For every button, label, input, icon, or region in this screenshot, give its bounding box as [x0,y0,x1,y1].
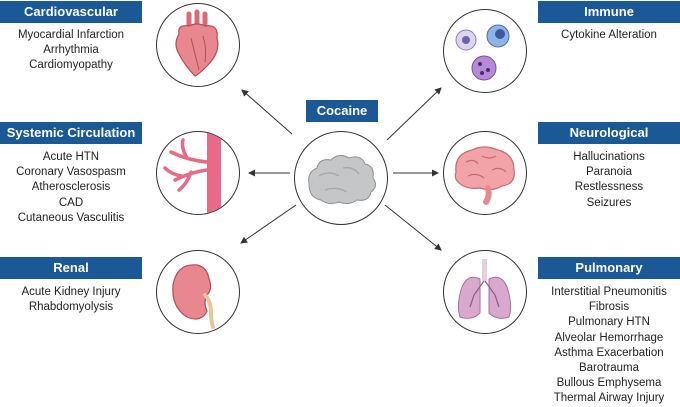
list-item: Alveolar Hemorrhage [554,331,664,344]
list-item: Thermal Airway Injury [553,392,665,405]
pulmonary-list: Interstitial Pneumonitis Fibrosis Pulmon… [538,285,680,407]
list-item: Barotrauma [578,362,640,375]
cocaine-powder-icon [308,154,377,205]
cardiovascular-list: Myocardial Infarction Arrhythmia Cardiom… [0,28,142,74]
list-item: Myocardial Infarction [17,29,125,41]
list-item: Fibrosis [588,301,630,314]
list-item: Acute Kidney Injury [21,286,121,298]
list-item: Paranoia [585,166,633,179]
neurological-header: Neurological [538,122,680,144]
renal-circle [156,250,240,334]
list-item: CAD [58,196,84,209]
list-item: Hallucinations [573,151,645,163]
pulmonary-header: Pulmonary [538,257,680,279]
immune-circle [443,9,527,93]
list-item: Bullous Emphysema [556,377,662,390]
lungs-icon [457,259,512,319]
immune-list: Cytokine Alteration [538,28,680,43]
cardiovascular-circle [156,3,240,87]
systemic-circulation-header: Systemic Circulation [0,122,142,144]
list-item: Rhabdomyolysis [28,301,114,314]
list-item: Arrhythmia [43,44,99,57]
pulmonary-circle [443,250,527,334]
immune-header: Immune [538,1,680,23]
systemic-circulation-list: Acute HTN Coronary Vasospasm Atheroscler… [0,150,142,226]
list-item: Atherosclerosis [31,181,111,194]
list-item: Acute HTN [42,151,100,163]
heart-icon [175,9,219,77]
neurological-circle [443,131,527,215]
arrow-to-renal [240,204,297,244]
neurological-list: Hallucinations Paranoia Restlessness Sei… [538,150,680,211]
list-item: Cutaneous Vasculitis [17,211,125,224]
arrow-to-immune [386,87,442,141]
cocaine-circle [294,131,388,225]
brain-icon [454,146,515,205]
renal-header: Renal [0,257,142,279]
blood-vessel-icon [163,132,221,213]
list-item: Cytokine Alteration [561,29,657,41]
renal-list: Acute Kidney Injury Rhabdomyolysis [0,285,142,315]
arrow-to-cardiovascular [241,89,293,135]
cocaine-header: Cocaine [306,100,378,122]
kidney-icon [172,264,215,329]
list-item: Asthma Exacerbation [554,346,664,359]
list-item: Coronary Vasospasm [16,166,126,179]
list-item: Pulmonary HTN [568,316,650,329]
list-item: Seizures [586,196,632,209]
systemic-circulation-circle [156,131,240,215]
list-item: Interstitial Pneumonitis [551,286,667,298]
list-item: Cardiomyopathy [29,59,113,72]
immune-cells-icon [455,24,510,81]
cardiovascular-header: Cardiovascular [0,1,142,23]
arrow-to-pulmonary [384,204,442,251]
list-item: Restlessness [574,181,644,194]
